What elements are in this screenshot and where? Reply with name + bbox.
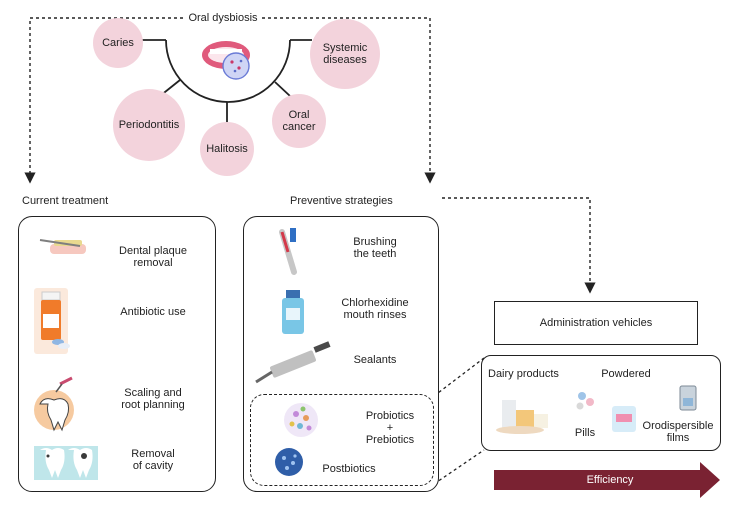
pills-label: Pills [574,427,596,439]
powdered-icon [612,406,636,432]
dashed-arrow-to-preventive [262,17,436,184]
postbiotics-icon [275,448,303,476]
dashed-link-upper [433,357,485,397]
powdered-label: Powdered [601,368,651,380]
dashed-arrow-to-current-treatment [24,17,183,184]
postbiotics-label: Postbiotics [322,463,376,475]
pill-bottle-icon [34,288,70,354]
dairy-products-label: Dairy products [488,368,559,380]
antibiotic-use-label: Antibiotic use [120,306,186,318]
teeth-cavity-icon [34,446,98,480]
probiotics-prebiotics-label: Probiotics+Prebiotics [365,410,415,446]
pills-icon [576,392,594,410]
efficiency-label: Efficiency [586,474,634,486]
preventive-strategies-heading: Preventive strategies [290,195,393,207]
dairy-products-icon [496,400,548,434]
caries-circle: Caries [93,18,143,68]
sealant-gun-icon [255,341,331,384]
dashed-arrow-to-vehicles [442,197,596,294]
mouthwash-bottle-icon [282,290,304,334]
probiotics-icon [284,403,318,437]
periodontitis-circle: Periodontitis [113,89,185,161]
current-treatment-heading: Current treatment [22,195,109,207]
sealants-label: Sealants [353,354,397,366]
administration-vehicles-box: Administration vehicles [494,301,698,345]
halitosis-circle: Halitosis [200,122,254,176]
orodispersible-films-icon [679,385,697,411]
dysbiosis-arc [165,39,291,103]
dental-plaque-scraper-icon [39,239,86,254]
tooth-scaling-icon [34,376,74,432]
oral-dysbiosis-title: Oral dysbiosis [188,12,258,24]
toothbrush-icon [279,228,297,275]
dashed-link-lower [433,449,485,485]
